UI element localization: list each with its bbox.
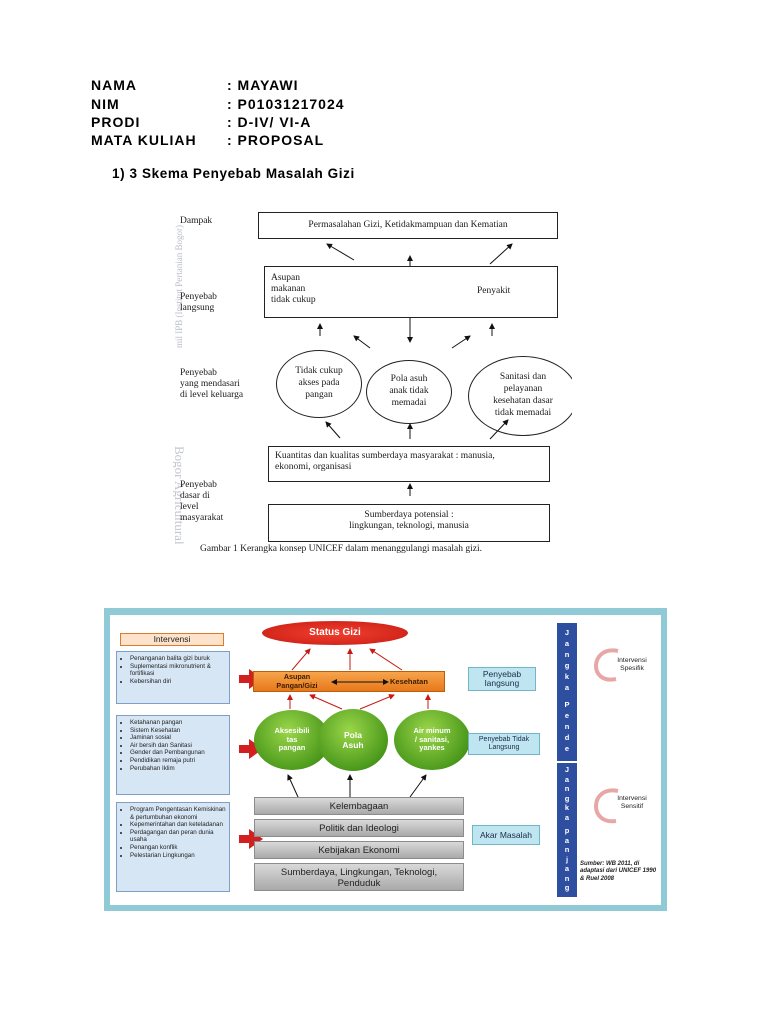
asupan-label: Asupan Pangan/Gizi [276, 672, 318, 690]
vbar-letter: n [564, 873, 570, 883]
oval-sanitation: Sanitasi dan pelayanan kesehatan dasar t… [468, 356, 572, 436]
level-label-keluarga: Penyebab yang mendasari di level keluarg… [180, 368, 244, 400]
oval-food-access: Tidak cukup akses pada pangan [276, 350, 362, 418]
intervention-framework-figure: Intervensi Penanganan balita gizi buruk … [104, 608, 667, 911]
status-gizi-ellipse: Status Gizi [262, 621, 408, 645]
impact-box: Permasalahan Gizi, Ketidakmampuan dan Ke… [258, 212, 558, 239]
green-oval-pola-asuh: Pola Asuh [318, 709, 388, 771]
header-value: : D-IV/ VI-A [227, 114, 312, 130]
list-item: Suplementasi mikronutrient & fortifikasi [130, 663, 227, 678]
list-item: Air bersih dan Sanitasi [130, 742, 227, 750]
vbar-letter: a [564, 835, 570, 845]
vbar-letter: p [564, 826, 570, 835]
resources-box: Kuantitas dan kualitas sumberdaya masyar… [268, 446, 550, 482]
level-label-langsung: Penyebab langsung [180, 292, 217, 313]
vbar-letter: J [564, 765, 570, 774]
direct-cause-box: Asupan makanan tidak cukup Penyakit [264, 266, 558, 318]
section-heading: 1) 3 Skema Penyebab Masalah Gizi [112, 166, 355, 181]
vertical-bar-jangka-panjang: J a n g k a p a n j a n g [557, 763, 577, 897]
vertical-bar-jangka-pendek: J a n g k a P e n d e [557, 623, 577, 761]
intervention-list-root: Program Pengentasan Kemiskinan & pertumb… [116, 802, 230, 892]
vbar-letter: j [565, 854, 569, 864]
intervention-list-specific: Penanganan balita gizi buruk Suplementas… [116, 651, 230, 704]
kesehatan-label: Kesehatan [390, 677, 428, 686]
list-item: Pendidikan remaja putri [130, 757, 227, 765]
unicef-framework-figure: mil IPB (Institut Pertanian Bogor) Bogor… [172, 196, 572, 576]
potential-box: Sumberdaya potensial : lingkungan, tekno… [268, 504, 550, 542]
intervention-framework-panel: Intervensi Penanganan balita gizi buruk … [110, 615, 661, 905]
vbar-letter: a [564, 639, 570, 648]
list-item: Penanganan balita gizi buruk [130, 655, 227, 663]
header-key: NIM [91, 96, 120, 112]
list-item: Kepemerintahan dan keteladanan [130, 821, 227, 829]
vbar-letter: k [564, 672, 570, 681]
green-oval-air-minum: Air minum / sanitasi, yankes [394, 710, 470, 770]
grey-bar-kebijakan: Kebijakan Ekonomi [254, 841, 464, 859]
vbar-letter: e [564, 711, 570, 720]
list-item: Sistem Kesehatan [130, 727, 227, 735]
header-key: MATA KULIAH [91, 132, 197, 148]
source-note: Sumber: WB 2011, di adaptasi dari UNICEF… [580, 861, 657, 882]
framework2-arrows [287, 648, 619, 824]
list-item: Jaminan sosial [130, 734, 227, 742]
green-oval-aksesibilitas: Aksesibili tas pangan [254, 710, 330, 770]
header-value: : PROPOSAL [227, 132, 325, 148]
list-item: Ketahanan pangan [130, 719, 227, 727]
label-intervensi-spesifik: Intervensi Spesifik [617, 657, 647, 672]
vbar-letter: n [564, 845, 570, 854]
vbar-letter: J [564, 628, 570, 637]
figure1-caption: Gambar 1 Kerangka konsep UNICEF dalam me… [200, 544, 483, 554]
direct-cause-intake: Asupan makanan tidak cukup [271, 273, 316, 305]
vbar-letter: n [564, 722, 570, 731]
vbar-letter: a [564, 864, 570, 873]
vbar-letter: d [564, 733, 570, 742]
direct-cause-disease: Penyakit [477, 286, 511, 296]
grey-bar-sumberdaya: Sumberdaya, Lingkungan, Teknologi, Pendu… [254, 863, 464, 891]
vbar-letter: n [564, 650, 570, 659]
header-value: : MAYAWI [227, 77, 299, 93]
header-key: PRODI [91, 114, 141, 130]
oval-parenting: Pola asuh anak tidak memadai [366, 360, 452, 424]
vbar-letter: g [564, 793, 570, 803]
list-item: Program Pengentasan Kemiskinan & pertumb… [130, 806, 227, 821]
vbar-letter: g [564, 661, 570, 670]
vbar-letter: k [564, 803, 570, 812]
watermark-bogor-agricultural: Bogor Agricultural [173, 446, 187, 545]
grey-bar-kelembagaan: Kelembagaan [254, 797, 464, 815]
list-item: Gender dan Pembangunan [130, 749, 227, 757]
cause-label-tidak-langsung: Penyebab Tidak Langsung [468, 733, 540, 755]
list-item: Kebersihan diri [130, 678, 227, 686]
header-key: NAMA [91, 77, 137, 93]
vbar-letter: a [564, 774, 570, 784]
list-item: Perdagangan dan peran dunia usaha [130, 829, 227, 844]
intervensi-title: Intervensi [120, 633, 224, 646]
list-item: Pelestarian Lingkungan [130, 852, 227, 860]
label-intervensi-sensitif: Intervensi Sensitif [617, 795, 647, 810]
grey-bar-politik: Politik dan Ideologi [254, 819, 464, 837]
intervention-list-indirect: Ketahanan pangan Sistem Kesehatan Jamina… [116, 715, 230, 795]
vbar-letter: n [564, 784, 570, 793]
vbar-letter: P [564, 700, 570, 709]
vbar-letter: e [564, 744, 570, 753]
header-value: : P01031217024 [227, 96, 345, 112]
cause-label-akar: Akar Masalah [472, 825, 540, 845]
list-item: Penangan konflik [130, 844, 227, 852]
level-label-masyarakat: Penyebab dasar di level masyarakat [180, 480, 224, 523]
vbar-letter: a [564, 812, 570, 822]
level-label-dampak: Dampak [180, 216, 213, 226]
vbar-letter: g [564, 883, 570, 892]
list-item: Perubahan Iklim [130, 765, 227, 773]
cause-label-langsung: Penyebab langsung [468, 667, 536, 691]
vbar-letter: a [564, 683, 570, 692]
